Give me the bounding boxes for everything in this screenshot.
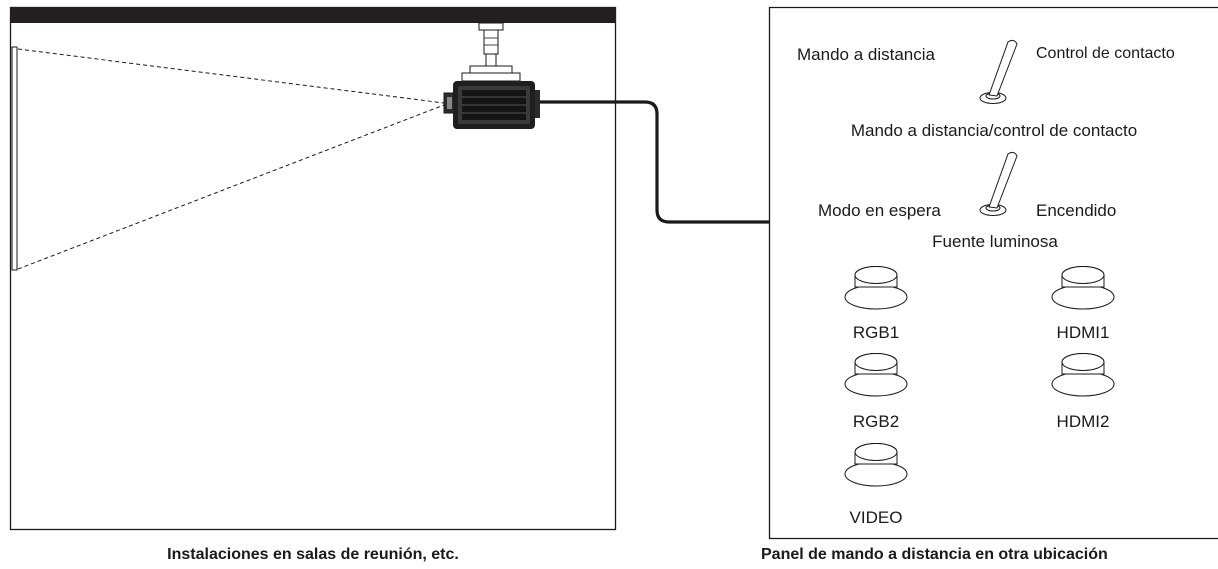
projection-beam-upper bbox=[17, 48, 445, 104]
remote-contact-toggle-switch bbox=[979, 39, 1018, 104]
switch1-right-label: Control de contacto bbox=[1036, 45, 1175, 62]
standby-power-toggle-switch bbox=[979, 151, 1018, 216]
room-installation bbox=[9, 6, 617, 531]
hdmi1-button-icon bbox=[1051, 266, 1115, 310]
switch2-title: Fuente luminosa bbox=[932, 232, 1058, 251]
hdmi2-label: HDMI2 bbox=[1056, 412, 1110, 431]
remote-control-panel bbox=[768, 6, 1218, 540]
ceiling-mount bbox=[461, 22, 521, 82]
switch2-left-label: Modo en espera bbox=[818, 201, 941, 220]
panel-caption: Panel de mando a distancia en otra ubica… bbox=[761, 546, 1108, 563]
switch2-right-label: Encendido bbox=[1036, 201, 1117, 220]
hdmi2-button-icon bbox=[1051, 353, 1115, 397]
rgb1-label: RGB1 bbox=[852, 323, 900, 342]
projection-screen bbox=[11, 46, 18, 271]
rgb2-label: RGB2 bbox=[852, 412, 900, 431]
video-button-icon bbox=[844, 443, 908, 487]
connection-cable bbox=[540, 100, 770, 224]
room-caption: Instalaciones en salas de reunión, etc. bbox=[167, 546, 459, 563]
room-ceiling bbox=[10, 7, 616, 23]
switch1-title: Mando a distancia/control de contacto bbox=[850, 121, 1138, 140]
rgb2-button-icon bbox=[844, 353, 908, 397]
projection-beam-lower bbox=[17, 104, 445, 270]
rgb1-button-icon bbox=[844, 266, 908, 310]
switch1-left-label: Mando a distancia bbox=[797, 45, 935, 64]
projector-icon bbox=[443, 81, 540, 129]
video-label: VIDEO bbox=[849, 508, 903, 527]
hdmi1-label: HDMI1 bbox=[1056, 323, 1110, 342]
panel-outline bbox=[768, 6, 1218, 540]
